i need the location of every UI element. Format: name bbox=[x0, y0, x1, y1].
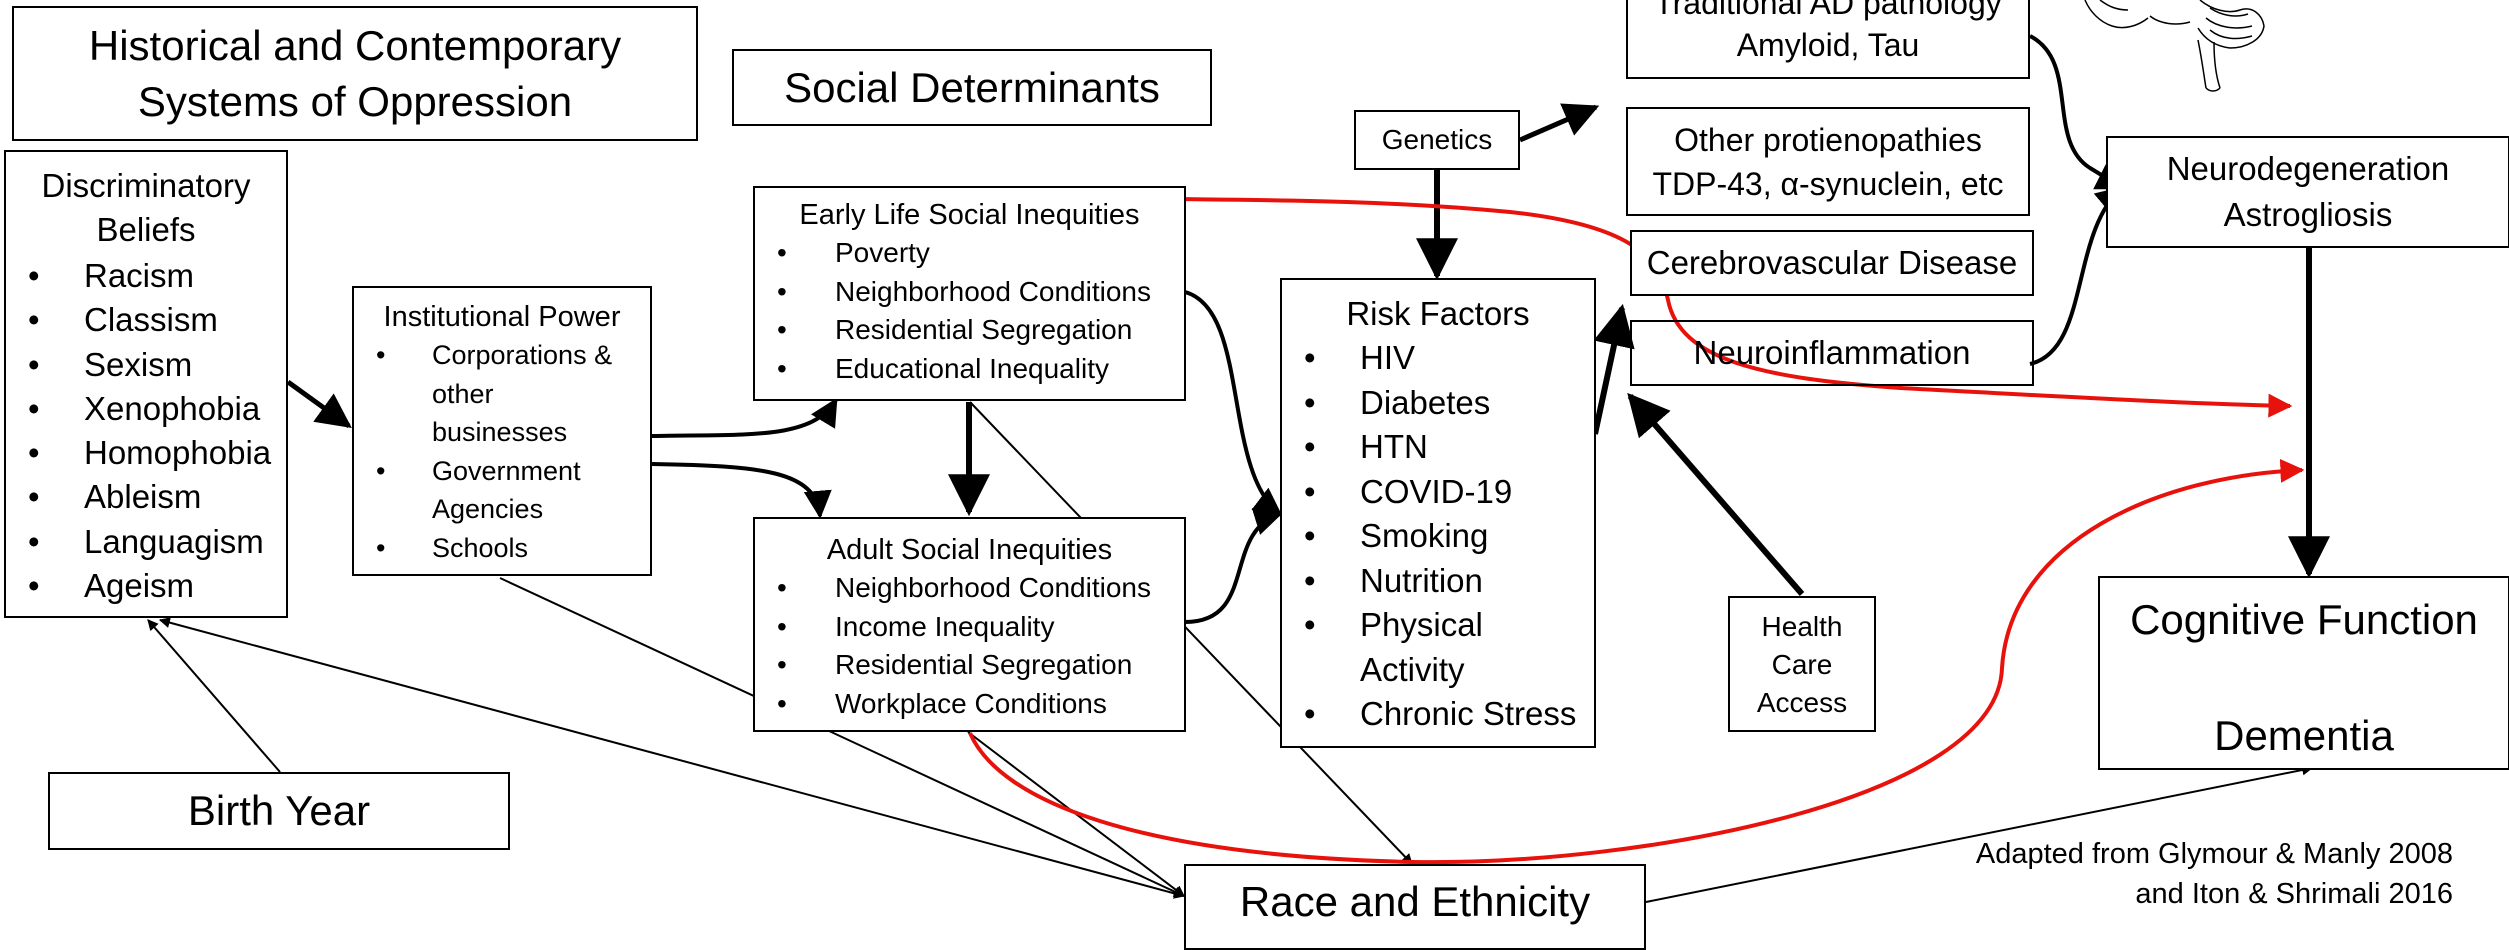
neuroinflammation-label: Neuroinflammation bbox=[1693, 334, 1971, 371]
health-care-access-box: Health Care Access bbox=[1728, 596, 1876, 732]
social-determinants-label: Social Determinants bbox=[784, 63, 1160, 111]
neurodegeneration-line1: Neurodegeneration bbox=[2166, 150, 2450, 187]
list-item: Workplace Conditions bbox=[777, 685, 1184, 724]
item-line: Government bbox=[432, 455, 581, 486]
genetics-box: Genetics bbox=[1354, 110, 1520, 170]
early-life-list: Poverty Neighborhood Conditions Resident… bbox=[755, 234, 1184, 388]
traditional-ad-subtitle: Amyloid, Tau bbox=[1736, 27, 1920, 63]
early-life-title: Early Life Social Inequities bbox=[799, 199, 1140, 231]
list-item: Languagism bbox=[28, 520, 286, 565]
list-item: Income Inequality bbox=[777, 608, 1184, 647]
cerebrovascular-box: Cerebrovascular Disease bbox=[1630, 230, 2034, 296]
genetics-label: Genetics bbox=[1381, 124, 1493, 155]
list-item: Residential Segregation bbox=[777, 311, 1184, 350]
adult-list: Neighborhood Conditions Income Inequalit… bbox=[755, 569, 1184, 723]
health-care-line3: Access bbox=[1756, 687, 1848, 718]
birth-year-label: Birth Year bbox=[187, 787, 371, 834]
risk-factors-list: HIV Diabetes HTN COVID-19 Smoking Nutrit… bbox=[1282, 336, 1594, 737]
race-ethnicity-box: Race and Ethnicity bbox=[1184, 864, 1646, 950]
item-line: other bbox=[432, 378, 494, 409]
adult-title: Adult Social Inequities bbox=[826, 534, 1113, 566]
institutional-power-title: Institutional Power bbox=[383, 301, 621, 333]
early-life-box: Early Life Social Inequities Poverty Nei… bbox=[753, 186, 1186, 401]
citation: Adapted from Glymour & Manly 2008 and It… bbox=[1976, 834, 2453, 914]
risk-factors-box: Risk Factors HIV Diabetes HTN COVID-19 S… bbox=[1280, 278, 1596, 748]
discriminatory-beliefs-list: Racism Classism Sexism Xenophobia Homoph… bbox=[6, 254, 286, 609]
list-item: Government Agencies bbox=[376, 452, 650, 529]
oppression-line2: Systems of Oppression bbox=[137, 77, 573, 125]
neurodegeneration-box: Neurodegeneration Astrogliosis bbox=[2106, 136, 2509, 248]
cognitive-function-box: Cognitive Function Dementia bbox=[2098, 576, 2509, 770]
race-ethnicity-label: Race and Ethnicity bbox=[1239, 878, 1591, 925]
oppression-box: Historical and Contemporary Systems of O… bbox=[12, 6, 698, 141]
list-item: Sexism bbox=[28, 343, 286, 388]
item-line: Agencies bbox=[432, 494, 544, 524]
social-determinants-box: Social Determinants bbox=[732, 49, 1212, 126]
oppression-line1: Historical and Contemporary bbox=[88, 21, 622, 69]
list-item: Racism bbox=[28, 254, 286, 299]
discriminatory-title-line1: Discriminatory bbox=[41, 167, 251, 204]
other-proteinopathies-title: Other protienopathies bbox=[1674, 121, 1982, 158]
health-care-line1: Health bbox=[1761, 611, 1843, 642]
list-item: Ageism bbox=[28, 564, 286, 609]
list-item: Schools bbox=[376, 529, 650, 568]
traditional-ad-title: Traditional AD pathology bbox=[1654, 0, 2002, 21]
item-line: businesses bbox=[432, 417, 568, 447]
list-item: Corporations & other businesses bbox=[376, 336, 650, 452]
list-item: HIV bbox=[1304, 336, 1594, 381]
list-item: HTN bbox=[1304, 425, 1594, 470]
list-item: Xenophobia bbox=[28, 387, 286, 432]
citation-line2: and Iton & Shrimali 2016 bbox=[2135, 878, 2453, 910]
list-item: Classism bbox=[28, 298, 286, 343]
citation-line1: Adapted from Glymour & Manly 2008 bbox=[1975, 838, 2453, 870]
list-item: Neighborhood Conditions bbox=[777, 273, 1184, 312]
discriminatory-title-line2: Beliefs bbox=[96, 211, 196, 248]
adult-box: Adult Social Inequities Neighborhood Con… bbox=[753, 517, 1186, 732]
item-line: Schools bbox=[432, 532, 529, 563]
institutional-power-list: Corporations & other businesses Governme… bbox=[354, 336, 650, 567]
neuroinflammation-box: Neuroinflammation bbox=[1630, 320, 2034, 386]
list-item: Educational Inequality bbox=[777, 350, 1184, 389]
dementia-label: Dementia bbox=[2214, 712, 2394, 759]
item-line: Corporations & bbox=[432, 340, 613, 370]
list-item-continuation: Activity bbox=[1360, 650, 1465, 688]
cognitive-function-label: Cognitive Function bbox=[2130, 596, 2478, 643]
list-item: Nutrition bbox=[1304, 559, 1594, 604]
health-care-line2: Care bbox=[1771, 649, 1833, 680]
birth-year-box: Birth Year bbox=[48, 772, 510, 850]
cerebrovascular-label: Cerebrovascular Disease bbox=[1646, 244, 2018, 281]
other-proteinopathies-subtitle: TDP-43, α-synuclein, etc bbox=[1652, 165, 2004, 202]
list-item: Ableism bbox=[28, 475, 286, 520]
list-item: Smoking bbox=[1304, 514, 1594, 559]
other-proteinopathies-box: Other protienopathies TDP-43, α-synuclei… bbox=[1626, 107, 2030, 216]
list-item: Neighborhood Conditions bbox=[777, 569, 1184, 608]
list-item: Poverty bbox=[777, 234, 1184, 273]
discriminatory-beliefs-box: Discriminatory Beliefs Racism Classism S… bbox=[4, 150, 288, 618]
risk-factors-title: Risk Factors bbox=[1346, 295, 1530, 332]
list-item: Diabetes bbox=[1304, 381, 1594, 426]
list-item: Homophobia bbox=[28, 431, 286, 476]
institutional-power-box: Institutional Power Corporations & other… bbox=[352, 286, 652, 576]
brain-icon bbox=[2084, 0, 2265, 92]
traditional-ad-box: Traditional AD pathology Amyloid, Tau bbox=[1626, 0, 2030, 79]
list-item: Physical bbox=[1304, 603, 1594, 648]
list-item: COVID-19 bbox=[1304, 470, 1594, 515]
neurodegeneration-line2: Astrogliosis bbox=[2223, 196, 2393, 233]
list-item: Chronic Stress bbox=[1304, 692, 1594, 737]
list-item: Residential Segregation bbox=[777, 646, 1184, 685]
